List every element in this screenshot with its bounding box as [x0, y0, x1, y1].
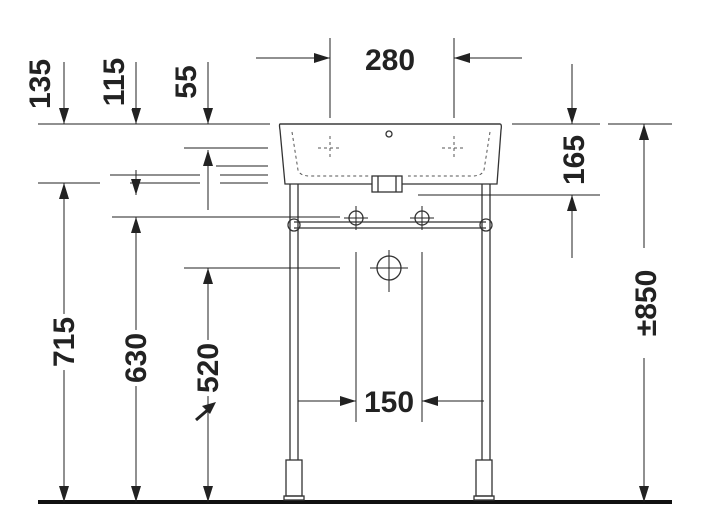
tap-crosshair-right — [442, 136, 466, 160]
dimension-label-850: ±850 — [630, 270, 663, 337]
tap-crosshair-left — [318, 136, 342, 160]
drain-outlet — [371, 175, 403, 193]
dimension-label-630: 630 — [120, 333, 153, 383]
wall-connection-right — [410, 206, 434, 230]
dimension-280 — [256, 38, 522, 118]
dimension-150 — [298, 252, 484, 422]
dimension-label-115: 115 — [98, 58, 131, 106]
dimension-label-715-mask — [47, 313, 82, 371]
dimension-165 — [418, 64, 600, 258]
dimension-label-55: 55 — [170, 65, 203, 98]
extension-lines-left — [38, 147, 340, 269]
dimension-label-520-mask — [191, 339, 226, 397]
wall-connection-left — [344, 206, 368, 230]
dimension-label-715: 715 — [48, 317, 81, 367]
basin-inner-left — [291, 131, 370, 177]
metal-console — [283, 184, 495, 501]
pointer-arrow — [195, 402, 216, 422]
dimension-label-165-mask — [557, 131, 592, 189]
dimension-label-55-mask — [169, 62, 204, 102]
dimension-55 — [203, 62, 213, 210]
dimension-label-115-mask — [97, 54, 132, 110]
dimension-label-630-mask — [119, 329, 154, 387]
basin-inner-right — [408, 131, 491, 177]
tolerance-symbol: ± — [630, 320, 663, 336]
washbasin — [278, 123, 502, 193]
dimension-label-165: 165 — [558, 135, 591, 185]
dimension-label-135: 135 — [24, 59, 57, 109]
label-mask-850 — [630, 248, 660, 358]
tolerance-value: 850 — [630, 270, 663, 320]
basin-outline — [278, 123, 502, 185]
drain-wall-connection — [370, 250, 408, 292]
dimension-label-135-mask — [23, 55, 58, 113]
dimension-label-150: 150 — [364, 386, 414, 419]
dimension-label-280: 280 — [365, 44, 415, 77]
dimension-label-520: 520 — [192, 343, 225, 393]
dimension-135 — [59, 62, 69, 124]
dimension-115 — [131, 62, 141, 124]
tap-hole-center — [385, 130, 393, 138]
